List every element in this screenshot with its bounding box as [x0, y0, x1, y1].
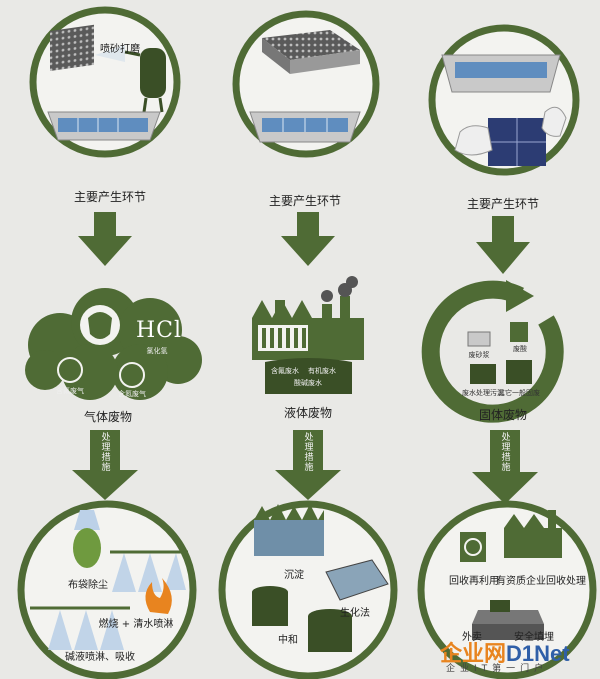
liquid-sub-label-2: 有机废水 — [308, 367, 336, 375]
storage-box-icon — [472, 600, 544, 640]
solar-panel-icon — [488, 118, 546, 166]
col2-down-arrow — [281, 212, 335, 266]
gas-bubble-icon — [57, 357, 145, 388]
truck-factory-icon — [504, 510, 562, 558]
solid-sub-label-3: 废水处理污泥 — [462, 389, 504, 397]
col1-top-label: 主要产生环节 — [73, 190, 147, 204]
solid-sub-label-2: 废酸 — [513, 345, 527, 353]
watermark-brand-a: 企业网 — [440, 641, 507, 666]
solid-sub-label-4: 其它一般固废 — [498, 389, 540, 397]
biochemical-label: 生化法 — [340, 608, 370, 619]
bag-dust-removal-label: 布袋除尘 — [68, 580, 108, 591]
glove-hand-icon — [454, 106, 567, 156]
col1-treatment-arrow — [72, 430, 138, 500]
fire-icon — [145, 578, 172, 614]
factory-icon — [252, 276, 364, 394]
col2-top-label: 主要产生环节 — [268, 194, 342, 208]
col3-down-arrow — [476, 216, 530, 274]
col2-top-circle — [232, 10, 380, 158]
col3-top-label: 主要产生环节 — [466, 197, 540, 211]
gas-waste-cloud — [25, 288, 202, 400]
alkali-spray-label: 碱液喷淋、吸收 — [65, 652, 135, 663]
col1-treatment-label: 处理措施 — [99, 432, 110, 472]
hcl-label: HCl — [136, 318, 183, 343]
col2-treatment-arrow — [275, 430, 341, 500]
col2-bottom-circle — [218, 500, 398, 679]
landfill-label: 安全填埋 — [514, 632, 554, 643]
recycle-label: 回收再利用 — [449, 576, 499, 587]
recycle-bin-icon — [460, 532, 486, 562]
col1-bottom-circle — [17, 500, 197, 679]
col1-top-sub-label: 喷砂打磨 — [100, 44, 140, 55]
gas-sub-label-1: 含氟废气 — [56, 387, 84, 395]
col3-treatment-arrow — [472, 430, 538, 504]
col1-waste-label: 气体废物 — [83, 410, 133, 424]
watermark-brand-b: D1Net — [506, 641, 570, 666]
watermark-logo: 企业网D1Net — [440, 636, 570, 668]
col3-treatment-label: 处理措施 — [499, 432, 510, 472]
hcl-sub-label: 氯化氢 — [146, 347, 168, 355]
solid-sub-label-1: 废砂浆 — [468, 351, 490, 359]
solid-waste-items — [467, 322, 532, 384]
solar-tank-icon — [47, 111, 161, 141]
col1-top-circle — [29, 6, 181, 158]
solar-tank-icon — [249, 111, 361, 143]
sell-label: 外卖 — [462, 632, 482, 643]
qualified-recycle-label: 有资质企业回收处理 — [496, 576, 586, 587]
gas-mask-icon — [80, 305, 120, 345]
col3-top-circle — [428, 24, 580, 176]
liquid-sub-label-1: 含氟废水 — [271, 367, 299, 375]
watermark-sub: 企业IT第一门户 — [446, 664, 549, 674]
col3-bottom-circle — [417, 500, 597, 679]
solid-recycle-ring — [421, 280, 564, 423]
sandblast-machine-icon — [124, 48, 166, 113]
col3-waste-label: 固体废物 — [478, 408, 528, 422]
burning-spray-label: 燃烧 + 清水喷淋 — [98, 619, 174, 630]
precipitation-label: 沉淀 — [284, 570, 304, 581]
neutralization-label: 中和 — [278, 635, 298, 646]
gas-sub-label-2: 含氮废气 — [118, 390, 146, 398]
col2-treatment-label: 处理措施 — [302, 432, 313, 472]
col1-down-arrow — [78, 212, 132, 266]
liquid-sub-label-3: 酸碱废水 — [294, 379, 322, 387]
col2-waste-label: 液体废物 — [283, 406, 333, 420]
